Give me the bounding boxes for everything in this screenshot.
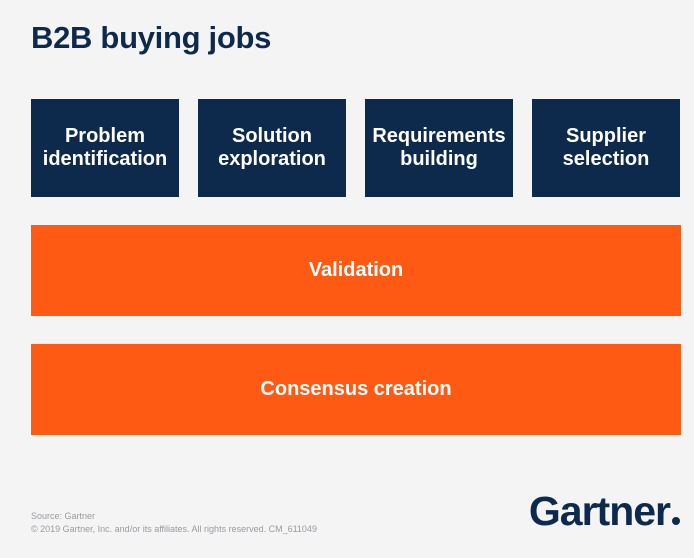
stage-label-line1: Requirements — [372, 125, 506, 147]
band-label: Consensus creation — [260, 378, 452, 400]
stage-requirements-building: Requirements building — [365, 99, 513, 197]
stage-supplier-selection: Supplier selection — [532, 99, 680, 197]
logo-dot-icon — [672, 517, 680, 525]
page-title: B2B buying jobs — [31, 20, 272, 55]
stage-label-line1: Solution — [232, 125, 312, 147]
band-label: Validation — [308, 259, 404, 281]
stage-label-line2: exploration — [218, 148, 326, 170]
stage-problem-identification: Problem identification — [31, 99, 179, 197]
stage-label-line2: building — [400, 148, 478, 170]
stage-label-line1: Problem — [64, 125, 145, 147]
copyright-note: © 2019 Gartner, Inc. and/or its affiliat… — [31, 524, 317, 534]
band-validation: Validation — [31, 225, 681, 316]
source-note: Source: Gartner — [31, 511, 96, 521]
footer: Source: Gartner © 2019 Gartner, Inc. and… — [31, 510, 317, 536]
stage-solution-exploration: Solution exploration — [198, 99, 346, 197]
stage-label-line2: identification — [42, 148, 168, 170]
stage-label-line1: Supplier — [565, 125, 646, 147]
stage-label-line2: selection — [562, 148, 650, 170]
logo-text: Gartner — [528, 488, 671, 534]
gartner-logo: Gartner — [529, 488, 680, 535]
band-consensus-creation: Consensus creation — [31, 344, 681, 435]
